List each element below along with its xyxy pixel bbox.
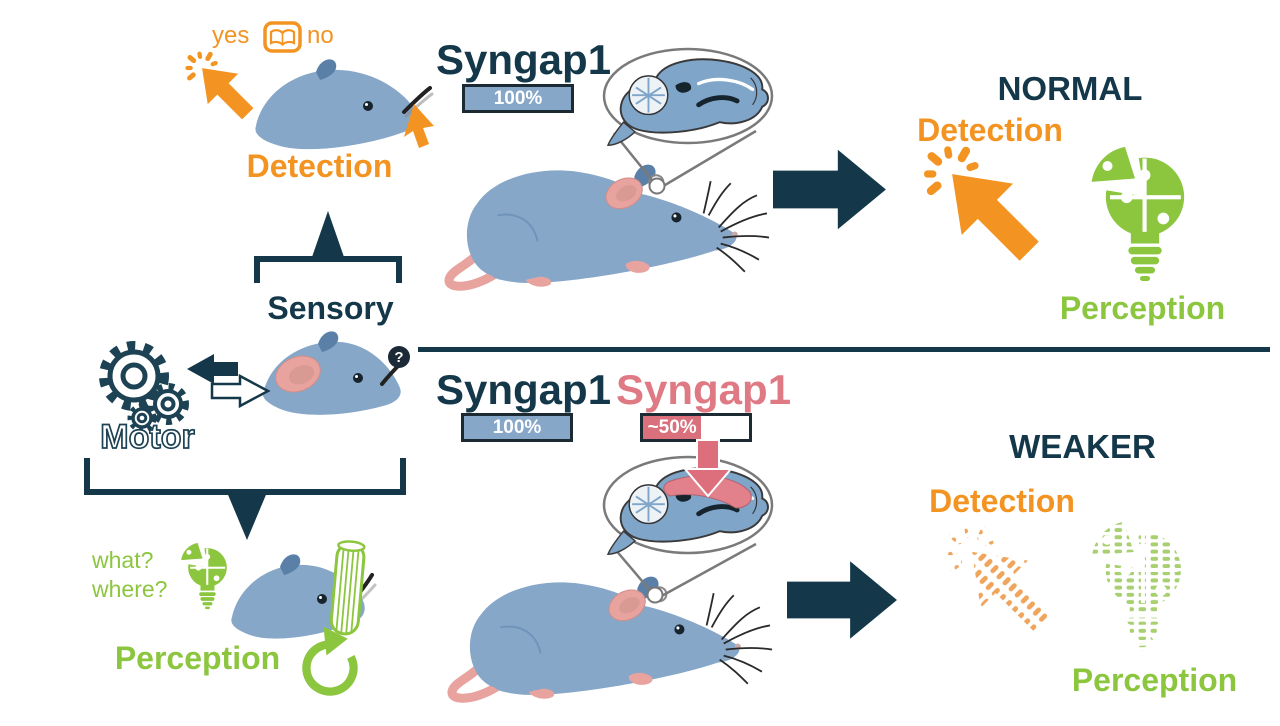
brain-magnifier-normal <box>602 47 774 195</box>
row-divider <box>418 347 1270 352</box>
expression-value-wt: 100% <box>492 416 542 438</box>
mouse-head-sensory-icon: ? <box>262 331 410 415</box>
perception-bulb-normal-icon <box>1091 145 1185 281</box>
yes-label: yes <box>212 22 250 49</box>
perception-label-weaker: Perception <box>1071 662 1238 698</box>
detection-cursor-normal-icon <box>923 145 1055 277</box>
motor-label: Motor <box>99 417 195 457</box>
gene-title-wt: Syngap1 <box>436 366 612 413</box>
mouse-head-detection-icon <box>255 59 434 150</box>
rotate-arrow-icon <box>302 626 358 696</box>
no-label: no <box>307 22 334 49</box>
detection-label-normal: Detection <box>917 112 1063 148</box>
texture-cylinder-icon <box>329 540 366 636</box>
reduction-arrow-icon <box>682 439 734 498</box>
result-arrow-weaker <box>787 556 899 644</box>
brain-magnifier-weaker <box>602 439 774 604</box>
what-where-label: what? where? <box>92 546 167 604</box>
result-arrow-normal <box>773 147 888 232</box>
perception-label-left: Perception <box>114 640 281 676</box>
where-label: where? <box>92 576 168 602</box>
weaker-title: WEAKER <box>1009 428 1156 465</box>
detection-label-left: Detection <box>246 148 393 184</box>
detection-cursor-weaker-icon <box>946 525 1067 647</box>
report-book-icon <box>263 21 302 53</box>
detection-label-weaker: Detection <box>929 483 1075 519</box>
perception-bulb-weaker-icon <box>1092 520 1181 651</box>
what-label: what? <box>92 547 154 573</box>
normal-title: NORMAL <box>997 70 1143 107</box>
expression-bar-normal: 100% <box>462 84 574 113</box>
expression-value-mut: ~50% <box>643 416 702 439</box>
bidirectional-arrows-icon <box>187 354 271 409</box>
sensory-label: Sensory <box>267 290 394 326</box>
question-mark: ? <box>394 349 403 366</box>
gene-title-normal: Syngap1 <box>436 36 612 83</box>
expression-value-normal: 100% <box>493 87 543 109</box>
bracket-down <box>84 458 406 540</box>
gene-title-mut: Syngap1 <box>616 366 792 413</box>
bracket-up <box>254 211 402 283</box>
perception-label-normal: Perception <box>1059 290 1226 326</box>
expression-bar-wt: 100% <box>461 413 573 442</box>
